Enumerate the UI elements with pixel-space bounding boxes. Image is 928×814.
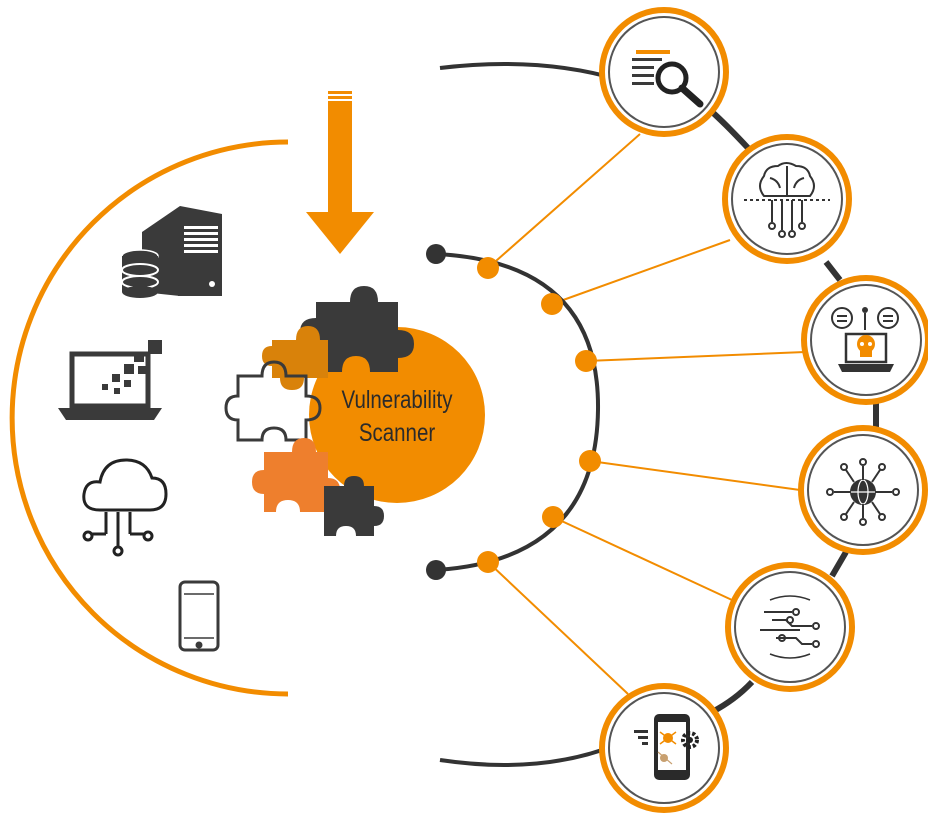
scanner-label-line1: Vulnerability <box>341 386 453 414</box>
server-database-icon <box>121 206 222 298</box>
search-code-icon <box>632 50 704 108</box>
inner-arc-end-top <box>426 244 446 264</box>
assets-arc <box>9 139 289 697</box>
scanner-label: Vulnerability Scanner <box>326 384 469 450</box>
smartphone-icon <box>178 580 220 652</box>
cloud-network-icon <box>82 458 168 557</box>
down-arrow-icon <box>306 91 374 254</box>
mobile-malware-icon <box>634 714 699 780</box>
inner-arc-end-bottom <box>426 560 446 580</box>
laptop-pixels-icon <box>58 340 162 420</box>
laptop-skull-icon <box>831 307 899 372</box>
scanner-circle <box>309 327 485 503</box>
inner-arc <box>435 252 601 572</box>
capability-node <box>599 7 729 137</box>
connector-lines <box>487 133 806 695</box>
inner-arc-dots <box>477 257 601 573</box>
globe-network-icon <box>826 458 900 526</box>
puzzle-icon <box>224 286 414 536</box>
brain-circuit-icon <box>744 162 830 238</box>
scanner-label-line2: Scanner <box>358 419 436 447</box>
capability-node <box>725 562 855 692</box>
circuit-lines-icon <box>760 595 820 659</box>
